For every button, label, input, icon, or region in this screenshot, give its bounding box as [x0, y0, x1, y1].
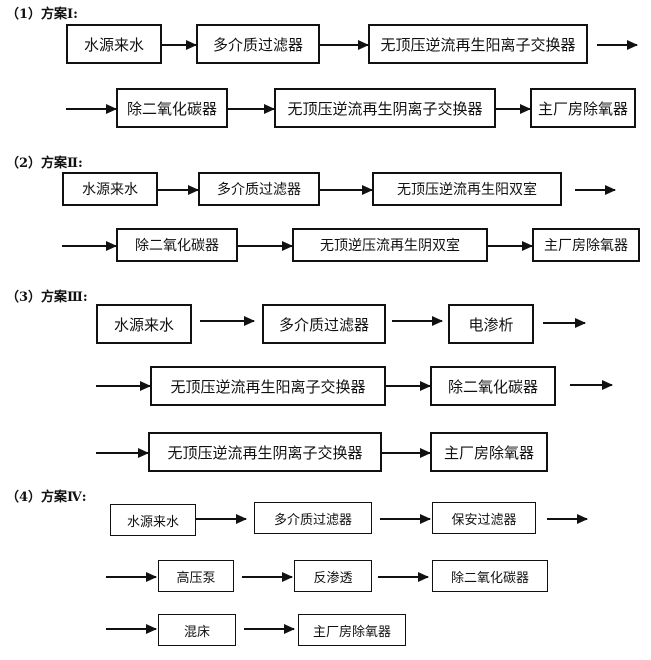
scheme-1-step-deaerator: 主厂房除氧器	[530, 88, 636, 128]
scheme-3-arrow-8	[382, 448, 431, 458]
scheme-1-step-cation-exchanger: 无顶压逆流再生阳离子交换器	[368, 24, 588, 64]
scheme-1-arrow-2	[320, 40, 369, 50]
scheme-1-step-water-source: 水源来水	[66, 24, 162, 64]
scheme-4-step-high-pressure-pump: 高压泵	[158, 560, 234, 592]
scheme-3-step-electrodialysis: 电渗析	[448, 304, 534, 344]
scheme-4-step-multimedia-filter: 多介质过滤器	[254, 502, 372, 534]
scheme-1-step-decarbonator: 除二氧化碳器	[116, 88, 228, 128]
scheme-4-heading: （4）方案Ⅳ:	[6, 490, 87, 505]
scheme-1-step-anion-exchanger: 无顶压逆流再生阴离子交换器	[274, 88, 496, 128]
scheme-2-arrow-6	[488, 241, 533, 251]
scheme-2-step-multimedia-filter: 多介质过滤器	[198, 172, 320, 206]
scheme-1-arrow-1	[162, 40, 197, 50]
scheme-4-arrow-5	[242, 572, 293, 582]
scheme-1-arrow-5	[228, 104, 275, 114]
scheme-4-step-water-source: 水源来水	[110, 504, 196, 536]
scheme-4-arrow-1	[196, 514, 247, 524]
scheme-4-step-reverse-osmosis: 反渗透	[294, 560, 372, 592]
scheme-2-arrow-4	[62, 241, 117, 251]
scheme-2-step-water-source: 水源来水	[62, 172, 158, 206]
scheme-4-step-security-filter: 保安过滤器	[432, 502, 536, 534]
scheme-4-step-mixed-bed: 混床	[158, 614, 236, 646]
scheme-4-arrow-8	[244, 624, 295, 634]
scheme-3-step-multimedia-filter: 多介质过滤器	[262, 304, 386, 344]
scheme-3-arrow-6	[570, 380, 613, 390]
scheme-2-step-decarbonator: 除二氧化碳器	[116, 228, 238, 262]
scheme-2-step-anion-double-chamber: 无顶逆压流再生阴双室	[292, 228, 488, 262]
scheme-3-arrow-3	[543, 318, 586, 328]
scheme-2-heading: （2）方案Ⅱ:	[6, 156, 83, 171]
scheme-3-arrow-1	[200, 316, 255, 326]
scheme-3-step-anion-exchanger: 无顶压逆流再生阴离子交换器	[148, 432, 382, 472]
scheme-3-step-cation-exchanger: 无顶压逆流再生阳离子交换器	[150, 366, 386, 406]
scheme-1-heading: （1）方案Ⅰ:	[6, 7, 78, 22]
scheme-3-arrow-4	[96, 381, 151, 391]
scheme-3-heading: （3）方案Ⅲ:	[6, 290, 88, 305]
scheme-1-step-multimedia-filter: 多介质过滤器	[196, 24, 320, 64]
scheme-2-step-deaerator: 主厂房除氧器	[532, 228, 640, 262]
scheme-4-arrow-7	[106, 624, 157, 634]
scheme-2-arrow-1	[158, 185, 199, 195]
scheme-3-step-deaerator: 主厂房除氧器	[430, 432, 548, 472]
scheme-4-arrow-4	[106, 572, 157, 582]
scheme-3-arrow-2	[392, 316, 443, 326]
scheme-4-step-decarbonator: 除二氧化碳器	[432, 560, 548, 592]
scheme-4-arrow-3	[547, 514, 588, 524]
scheme-1-arrow-4	[66, 104, 117, 114]
scheme-1-arrow-3	[597, 40, 638, 50]
scheme-2-arrow-2	[320, 185, 373, 195]
scheme-3-arrow-5	[386, 381, 431, 391]
scheme-4-arrow-6	[378, 572, 429, 582]
scheme-2-arrow-5	[238, 241, 293, 251]
scheme-3-arrow-7	[96, 448, 149, 458]
scheme-2-step-cation-double-chamber: 无顶压逆流再生阳双室	[372, 172, 562, 206]
scheme-4-arrow-2	[380, 514, 431, 524]
scheme-1-arrow-6	[496, 104, 531, 114]
scheme-2-arrow-3	[575, 185, 616, 195]
scheme-4-step-deaerator: 主厂房除氧器	[298, 614, 406, 646]
scheme-3-step-water-source: 水源来水	[96, 304, 192, 344]
scheme-3-step-decarbonator: 除二氧化碳器	[430, 366, 556, 406]
